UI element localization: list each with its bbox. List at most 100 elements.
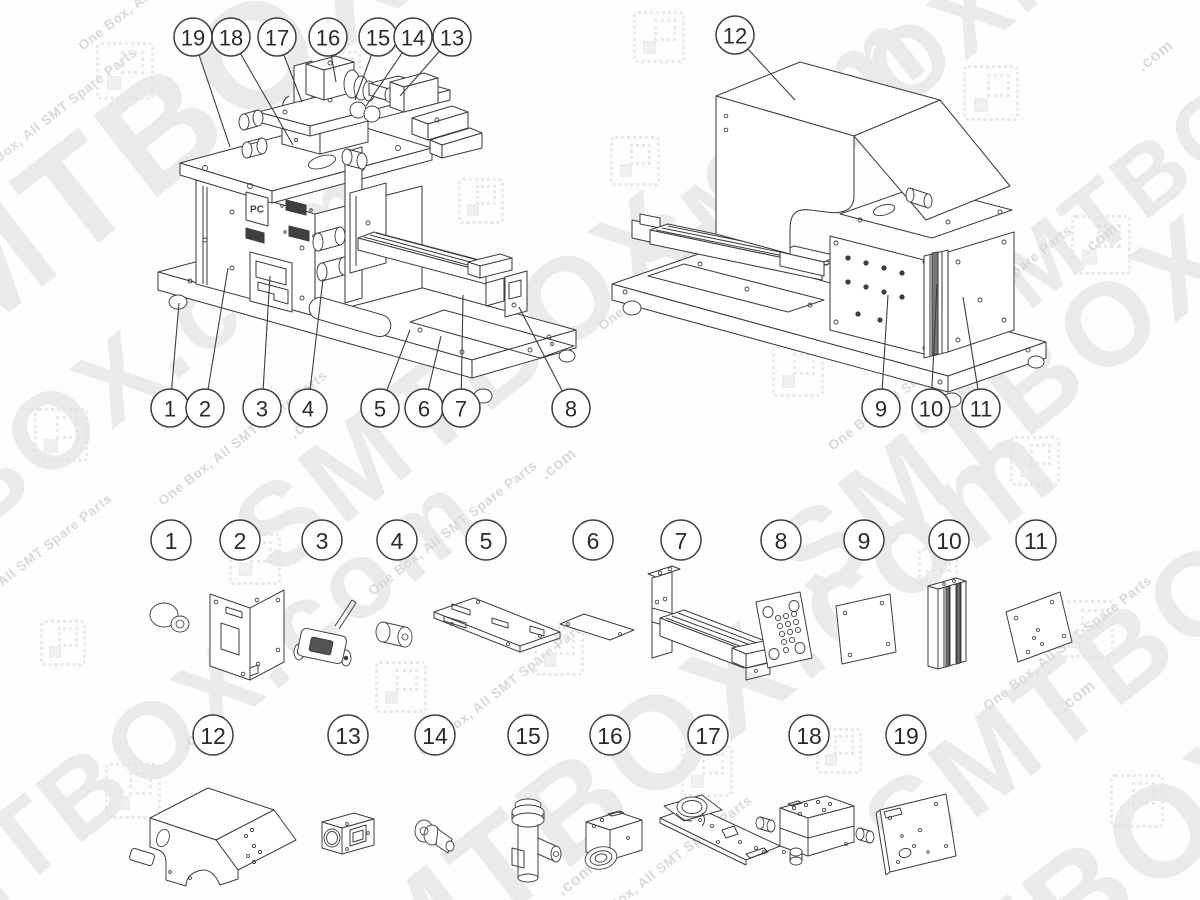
qr-inner-square (476, 185, 496, 205)
part-thumbnail-2 (209, 589, 285, 681)
callout-7: 7 (441, 294, 481, 428)
qr-dot (384, 690, 399, 705)
part-thumbnail-3 (293, 599, 357, 667)
watermark-qr-pattern (375, 661, 427, 713)
watermark-qr-pattern (458, 178, 504, 224)
qr-dot (1082, 250, 1097, 265)
qr-inner-square (1080, 608, 1105, 633)
callout-number: 9 (858, 528, 871, 554)
part-item-10: 10 (927, 519, 970, 670)
callout-11: 11 (1015, 519, 1057, 561)
pc-panel-label: PC (250, 205, 264, 216)
part-item-5: 5 (433, 519, 561, 653)
qr-dot (642, 40, 657, 55)
callout-circle (660, 519, 702, 561)
callout-circle (301, 519, 343, 561)
qr-dot (926, 569, 937, 581)
qr-dot (825, 753, 837, 766)
callout-number: 3 (256, 397, 268, 422)
callout-circle (572, 519, 614, 561)
callout-17: 17 (687, 714, 729, 756)
callout-number: 8 (565, 397, 577, 422)
part-thumbnail-18 (755, 795, 875, 866)
part-item-16: 16 (584, 714, 643, 870)
callout-number: 4 (302, 397, 314, 422)
callout-circle (414, 714, 456, 756)
callout-16: 16 (589, 714, 631, 756)
watermark-qr-pattern (963, 65, 1019, 121)
qr-inner-square (128, 771, 152, 795)
part-item-6: 6 (559, 519, 635, 641)
qr-inner-square (630, 143, 652, 165)
qr-inner-square (120, 50, 145, 75)
callout-12: 12 (192, 714, 234, 756)
part-thumbnail-5 (433, 597, 561, 653)
callout-15: 15 (354, 17, 398, 101)
part-thumbnail-12 (129, 787, 297, 887)
leader-line (307, 278, 324, 409)
part-item-17: 17 (659, 714, 781, 866)
callout-number: 4 (391, 528, 404, 554)
part-item-12: 12 (129, 714, 297, 887)
qr-dot (1019, 464, 1033, 478)
callout-number: 15 (515, 723, 541, 749)
callout-5: 5 (465, 519, 507, 561)
callout-circle (788, 714, 830, 756)
part-thumbnail-1 (149, 602, 190, 633)
callout-1: 1 (150, 519, 192, 561)
callout-number: 19 (893, 723, 919, 749)
callout-circle (911, 388, 951, 428)
callout-number: 18 (796, 723, 822, 749)
callout-10: 10 (911, 283, 951, 428)
qr-dot (238, 562, 253, 577)
callout-circle (715, 15, 755, 55)
callout-number: 2 (199, 397, 211, 422)
callout-number: 12 (723, 24, 747, 49)
qr-dot (781, 374, 796, 389)
callout-13: 13 (399, 17, 472, 97)
part-item-8: 8 (755, 519, 813, 669)
part-thumbnail-10 (927, 577, 967, 670)
callout-12: 12 (715, 15, 796, 101)
watermark-qr-pattern (610, 136, 660, 186)
callout-number: 14 (401, 26, 425, 51)
callout-18: 18 (788, 714, 830, 756)
callout-14: 14 (414, 714, 456, 756)
callout-4: 4 (288, 278, 328, 428)
watermark-qr-pattern (40, 620, 86, 666)
callout-number: 1 (164, 397, 176, 422)
callout-2: 2 (185, 267, 229, 428)
callout-number: 11 (1024, 528, 1048, 554)
leader-line (204, 267, 229, 409)
callout-number: 7 (455, 397, 467, 422)
qr-inner-square (554, 633, 576, 655)
callout-circle (185, 388, 225, 428)
callout-circle (507, 714, 549, 756)
callout-number: 19 (181, 26, 205, 51)
callout-number: 17 (265, 26, 289, 51)
callout-number: 5 (374, 397, 386, 422)
watermark-qr-pattern (34, 408, 88, 462)
qr-inner-square (1096, 223, 1121, 249)
callout-number: 2 (234, 528, 247, 554)
callout-circle (465, 519, 507, 561)
part-item-19: 19 (875, 714, 957, 876)
callout-circle (360, 388, 400, 428)
callout-15: 15 (507, 714, 549, 756)
callout-17: 17 (257, 17, 303, 103)
leader-line (930, 283, 938, 409)
part-item-4: 4 (375, 519, 418, 648)
qr-inner-square (654, 19, 677, 41)
callout-circle (288, 388, 328, 428)
watermark-qr-pattern (534, 626, 584, 676)
callout-number: 12 (200, 723, 226, 749)
qr-inner-square (58, 627, 78, 647)
qr-dot (106, 75, 122, 91)
part-item-13: 13 (321, 714, 375, 855)
callout-6: 6 (572, 519, 614, 561)
qr-inner-square (396, 669, 419, 691)
